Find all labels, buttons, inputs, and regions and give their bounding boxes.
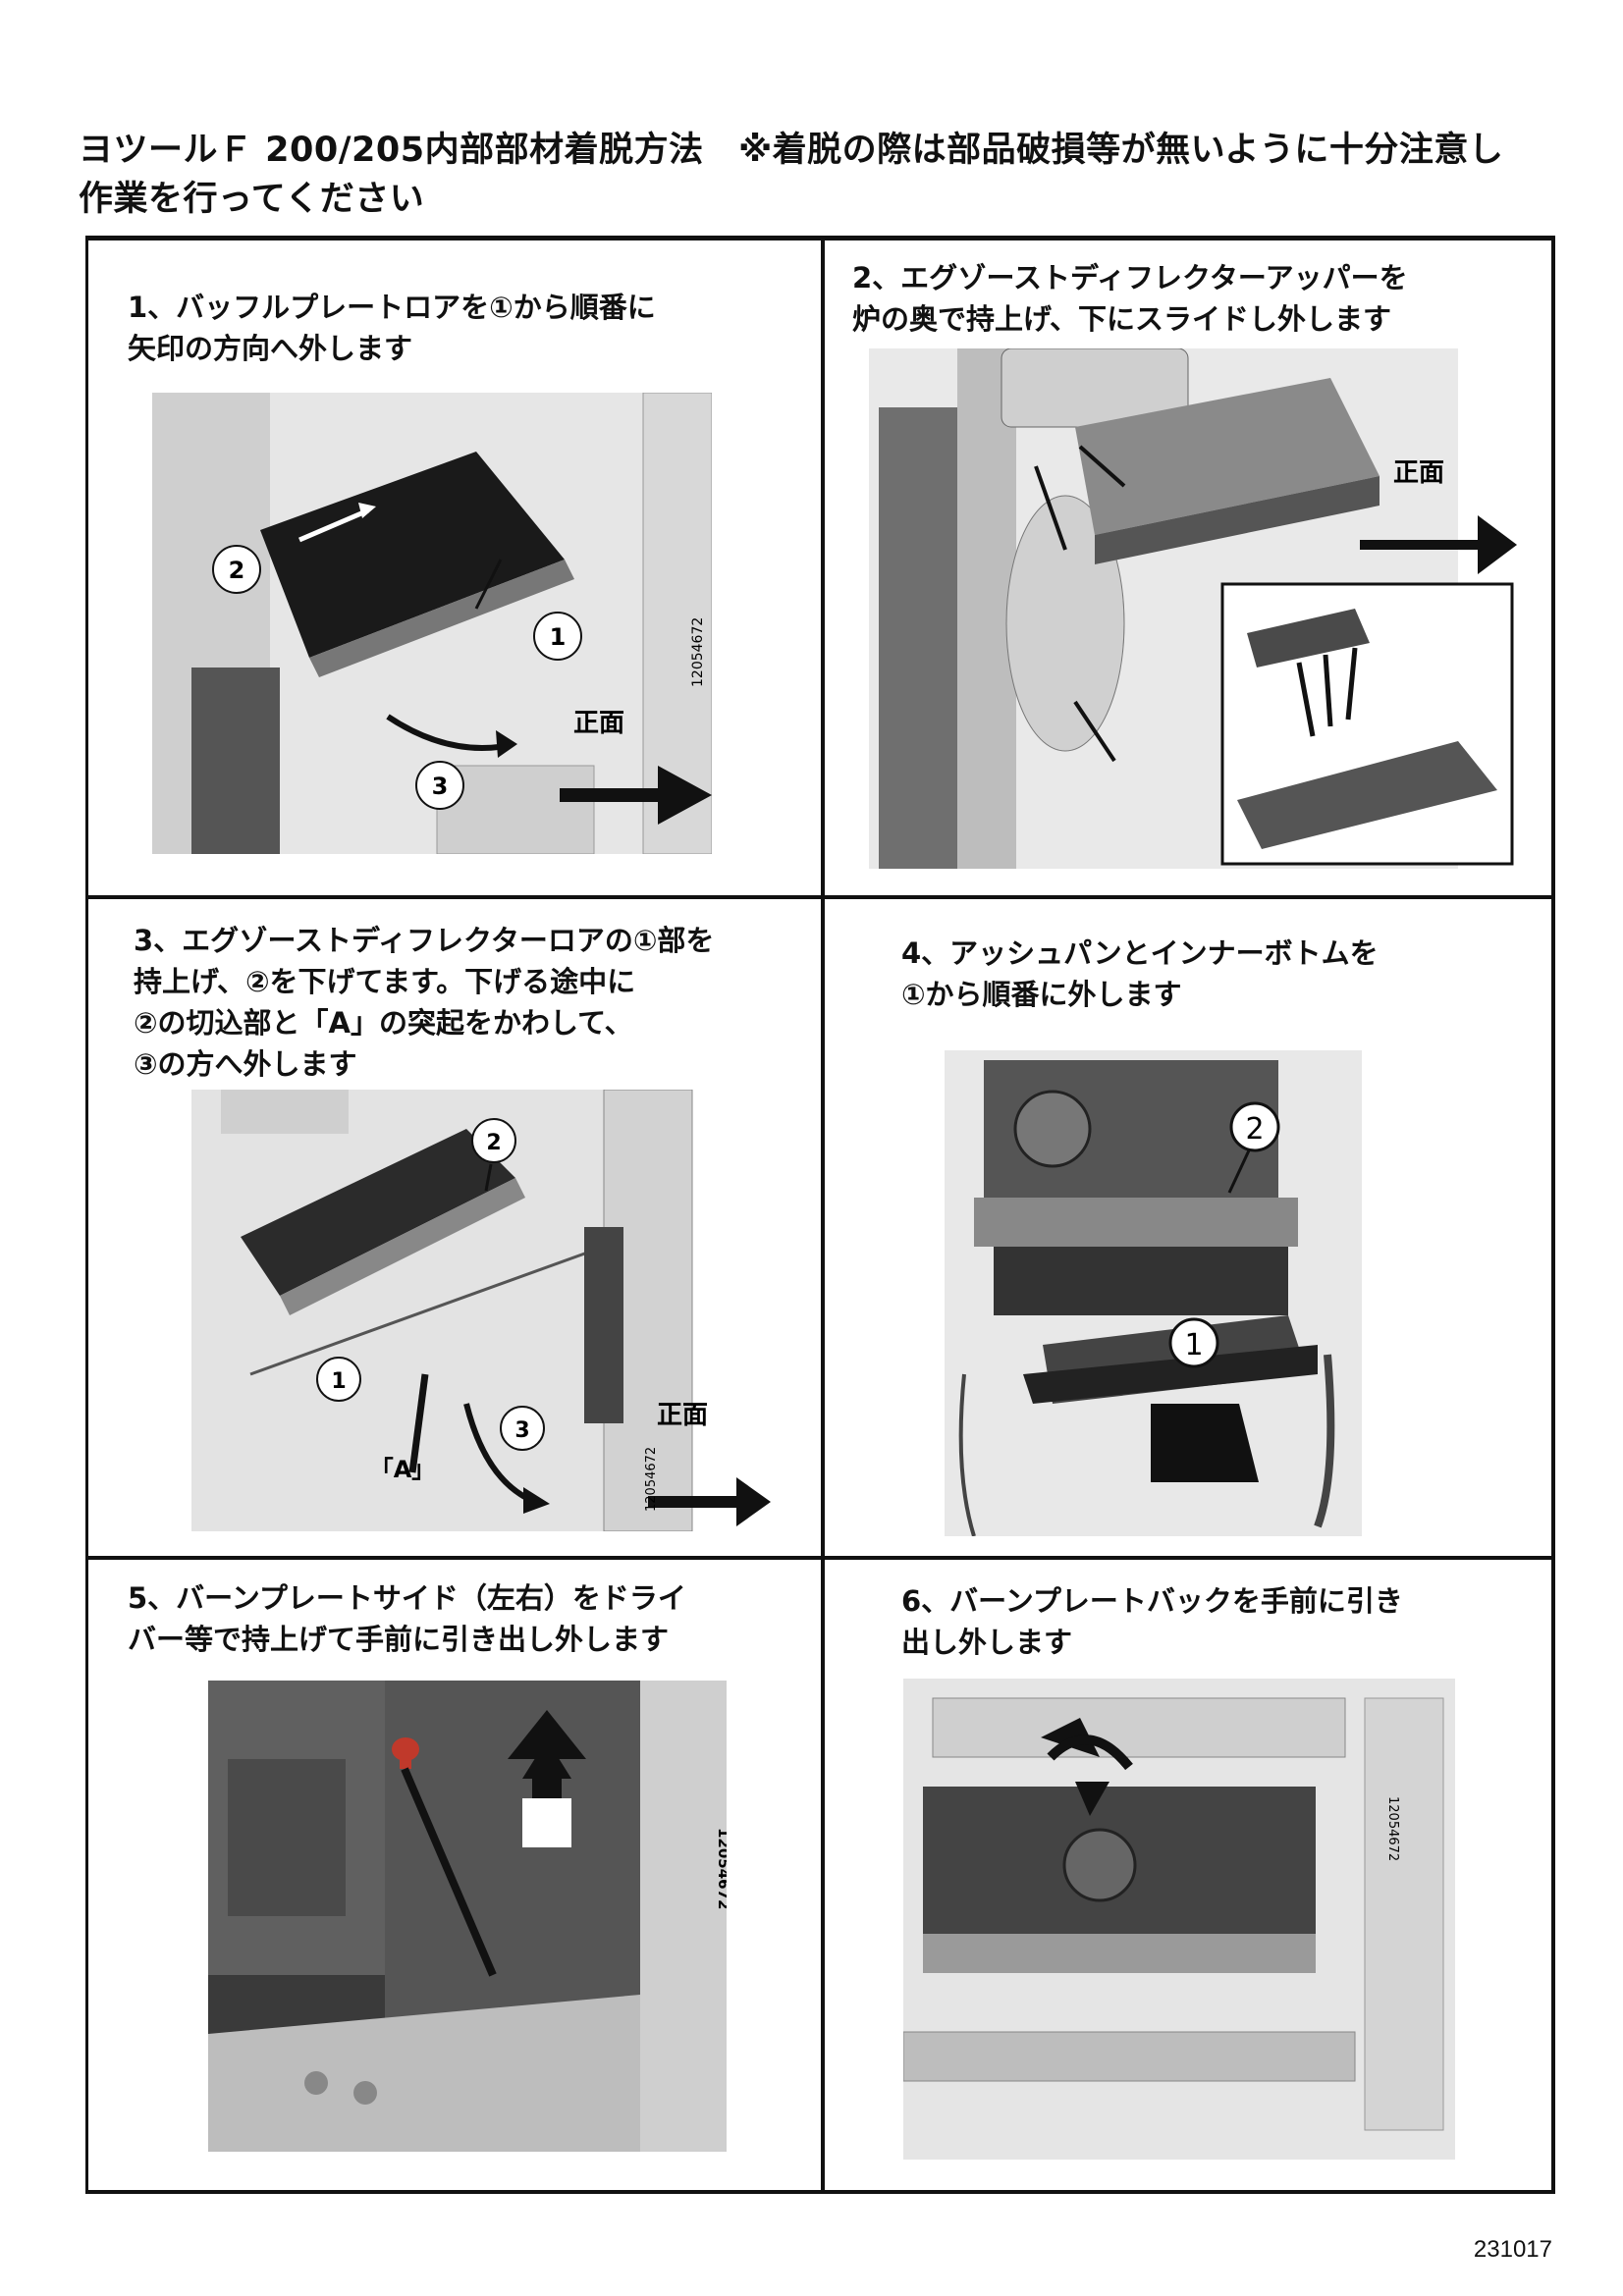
grid-bottom-border: [85, 2190, 1555, 2194]
document-code: 231017: [1473, 2236, 1552, 2263]
step-3-label-1: 1: [331, 1369, 346, 1394]
grid-row-divider-2: [85, 1556, 1555, 1560]
callout-circle-3: [415, 761, 464, 810]
step-6-figure: 12054672: [903, 1679, 1455, 2160]
step-1-text: 1、バッフルプレートロアを①から順番に 矢印の方向へ外します: [128, 291, 656, 365]
step-3-serial: 12054672: [644, 1447, 659, 1512]
step-4-figure: 2 1: [945, 1050, 1362, 1536]
step-1-front-label: 正面: [573, 709, 624, 738]
step-2-front-label: 正面: [1393, 458, 1444, 488]
step-2-figure: 正面: [869, 348, 1517, 869]
step-4-text: 4、アッシュパンとインナーボトムを ①から順番に外します: [901, 936, 1379, 1011]
step-6-text: 6、バーンプレートバックを手前に引き 出し外します: [901, 1584, 1403, 1659]
step-5-serial: 12054672: [715, 1828, 727, 1910]
step-1-label-2: 2: [229, 557, 245, 584]
step-1-label-1: 1: [550, 623, 567, 651]
step-5-figure: 12054672: [208, 1681, 727, 2152]
step-1-serial: 12054672: [690, 617, 706, 687]
title-line-1: ヨツールＦ 200/205内部部材着脱方法 ※着脱の際は部品破損等が無いように十…: [79, 131, 1504, 170]
title-line-2: 作業を行ってください: [79, 180, 425, 219]
grid-vertical-divider: [821, 236, 825, 2194]
step-4-label-1: 1: [1184, 1328, 1203, 1362]
step-1-label-3: 3: [432, 773, 449, 800]
step-6-serial: 12054672: [1385, 1796, 1400, 1861]
step-3-front-label: 正面: [657, 1401, 708, 1430]
step-3-a-label: 「A」: [370, 1456, 436, 1483]
step-2-text: 2、エグゾーストディフレクターアッパーを 炉の奥で持上げ、下にスライドし外します: [852, 261, 1408, 336]
step-4-label-2: 2: [1245, 1112, 1264, 1147]
step-3-label-2: 2: [486, 1131, 501, 1155]
instruction-grid: [85, 236, 1555, 2194]
callout-circle-2: [212, 545, 261, 594]
step-3-text: 3、エグゾーストディフレクターロアの①部を 持上げ、②を下げてます。下げる途中に…: [134, 924, 715, 1081]
step-3-figure: 2 1 3 「A」 正面 12054672: [191, 1090, 771, 1531]
callout-circle-1: [533, 612, 582, 661]
page-title: ヨツールＦ 200/205内部部材着脱方法 ※着脱の際は部品破損等が無いように十…: [79, 126, 1551, 224]
grid-row-divider-1: [85, 895, 1555, 899]
step-3-label-3: 3: [514, 1418, 529, 1443]
step-5-text: 5、バーンプレートサイド（左右）をドライ バー等で持上げて手前に引き出し外します: [128, 1581, 686, 1656]
step-1-figure: 2 1 3 正面 12054672: [152, 393, 712, 854]
